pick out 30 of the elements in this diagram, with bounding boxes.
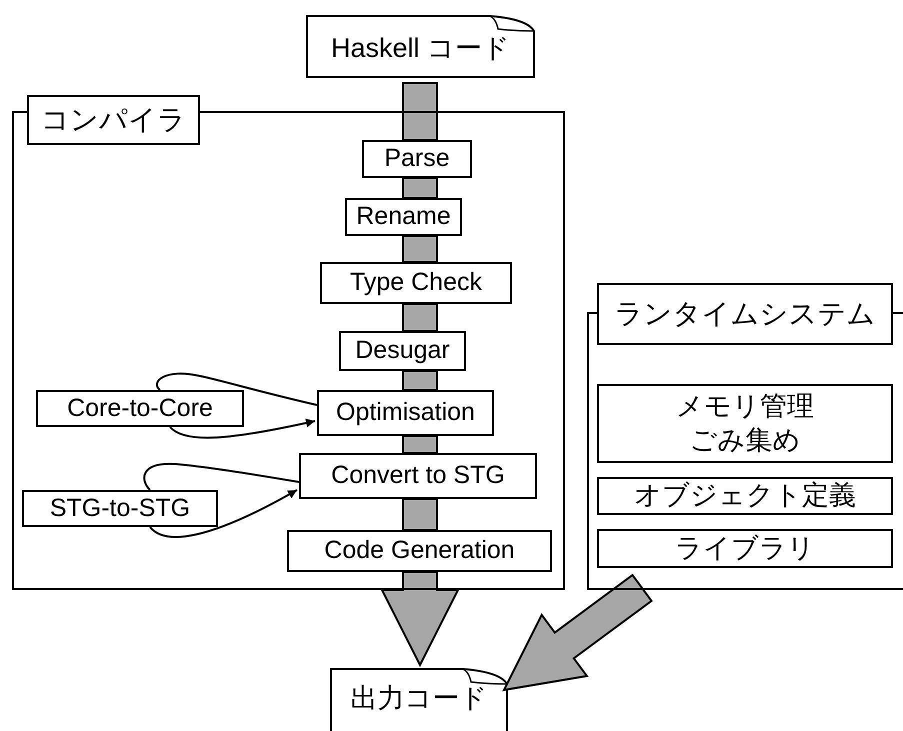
process-box: オブジェクト定義 [597, 477, 893, 515]
group-frame [12, 95, 565, 590]
process-box: ライブラリ [597, 529, 893, 568]
document-box: Haskell コード [306, 15, 535, 78]
process-box: Convert to STG [299, 453, 537, 499]
process-box: Core-to-Core [36, 390, 244, 427]
process-box: Rename [345, 198, 462, 236]
process-box: メモリ管理ごみ集め [597, 384, 893, 463]
flow-band [402, 435, 438, 454]
flow-band [402, 303, 438, 332]
process-box: Parse [362, 140, 472, 178]
flow-band [402, 82, 438, 141]
process-box: Code Generation [287, 530, 552, 572]
block-arrow [380, 571, 460, 668]
group-heading: ランタイムシステム [614, 297, 876, 331]
process-box: Optimisation [317, 390, 494, 436]
flow-band [402, 498, 438, 531]
block-arrow [502, 574, 653, 692]
document-box: 出力コード [330, 668, 508, 731]
flow-band [402, 370, 438, 391]
process-box: STG-to-STG [22, 490, 218, 527]
connector-line [143, 462, 300, 491]
arrow [149, 489, 298, 538]
group-heading: コンパイラ [40, 103, 187, 137]
flow-band [402, 177, 438, 199]
process-box: Desugar [339, 331, 466, 371]
flow-band [402, 235, 438, 263]
arrow [169, 418, 316, 439]
group-frame [587, 283, 903, 590]
process-box: Type Check [320, 262, 512, 304]
